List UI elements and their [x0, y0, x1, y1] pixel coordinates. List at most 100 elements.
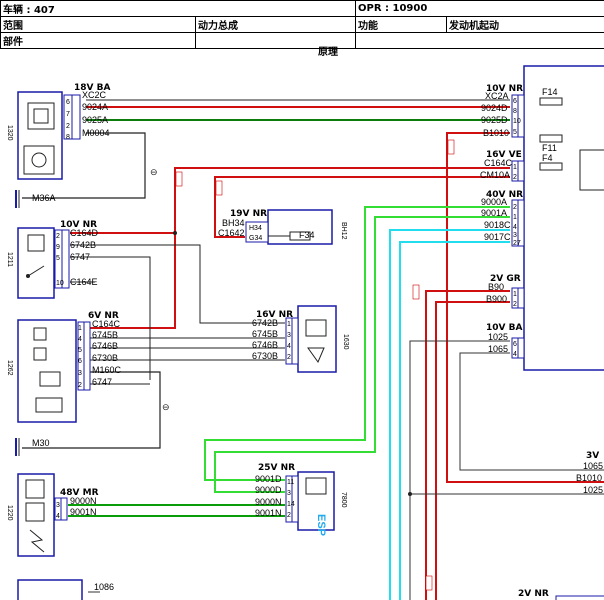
component-1630: 1 3 4 2 16V NR 6742B 6745B 6746B 6730B 1… [252, 305, 349, 373]
c7800-conn: 25V NR [258, 463, 295, 473]
wire-9018c [389, 229, 510, 600]
c2-wire-4: C164E [70, 277, 98, 287]
bh12-wire-2: C1642 [218, 228, 245, 238]
c4-pin-1: 3 [56, 502, 60, 509]
ecu3-wire-2: 9001A [481, 208, 507, 218]
ground-m36a-label: M36A [32, 193, 56, 203]
c3-pin-4: 6 [78, 358, 82, 365]
ecu1-wire-2: 9024D [481, 103, 508, 113]
rca-wire-1: 1065 [583, 461, 603, 471]
opr-label: OPR : 10900 [358, 3, 428, 14]
ecu2-conn: 16V VE [486, 150, 522, 160]
c1-pin-3: 2 [66, 123, 70, 130]
c1-pin-4: 8 [66, 134, 70, 141]
c1-pin-1: 6 [66, 99, 70, 106]
ecu3-pin-3: 4 [513, 224, 517, 231]
right-conn-b: 2V NR [518, 589, 604, 600]
c7800-pin-1: 11 [287, 479, 294, 486]
c1-code: 1320 [6, 125, 13, 141]
component-bh12: H34 G34 19V NR BH34 C1642 F34 BH12 [218, 209, 347, 245]
function-label: 功能 [358, 21, 378, 32]
c3-wire-1: C164C [92, 319, 121, 329]
bh12-pin-1: H34 [249, 225, 262, 232]
c7800-wire-3: 9000N [255, 497, 282, 507]
c3-pin-2: 4 [78, 336, 82, 343]
c3-wire-6: 6747 [92, 377, 112, 387]
ecu5-pin-2: 4 [513, 351, 517, 358]
ecu4-conn: 2V GR [490, 274, 521, 284]
bh12-pin-2: G34 [249, 235, 262, 242]
svg-text:⊖: ⊖ [162, 402, 170, 412]
wire-6742b [70, 244, 285, 324]
wire-9000a [204, 206, 510, 481]
c1630-wire-1: 6742B [252, 318, 278, 328]
wire-b1010 [446, 132, 604, 483]
bh12-code: BH12 [340, 222, 347, 240]
c2-code: 1211 [6, 252, 13, 267]
c3-pin-5: 3 [78, 370, 82, 377]
ecu5-wire-1: 1025 [488, 332, 508, 342]
rcb-conn: 2V NR [518, 589, 549, 599]
ecu-block: 6 8 10 5 10V NR XC2A 9024D 9025D B1010 1… [480, 65, 604, 371]
c2-pin-2: 9 [56, 244, 60, 251]
c2-pin-4: 10 [56, 280, 64, 287]
c1630-wire-3: 6746B [252, 340, 278, 350]
ecu1-pin-1: 6 [513, 98, 517, 105]
component-1262: 1 4 5 6 3 2 6V NR C164C 6745B 6746B 6730… [6, 311, 122, 423]
fuse-f11: F11 [542, 143, 557, 153]
scope-label: 范围 [2, 17, 196, 32]
c3-pin-1: 1 [78, 325, 82, 332]
ecu1-pin-2: 8 [513, 108, 517, 115]
component-1211: 2 9 5 10 10V NR C164D 6742B 6747 C164E 1… [6, 220, 99, 299]
c1630-pin-1: 1 [287, 321, 291, 328]
component-7800: ESP 11 3 14 2 25V NR 9001D 9000D 9000N 9… [255, 463, 347, 536]
c7800-pin-4: 2 [287, 512, 291, 519]
c1-pin-2: 7 [66, 111, 70, 118]
ecu1-wire-1: XC2A [485, 91, 509, 101]
wires [22, 99, 604, 600]
fuse-f14: F14 [542, 87, 558, 97]
c7800-wire-2: 9000D [255, 485, 282, 495]
wire-c164 [70, 167, 510, 234]
c4-wire-1: 9000N [70, 496, 97, 506]
ecu2-pin-2: 2 [513, 174, 517, 181]
c3-wire-2: 6745B [92, 330, 118, 340]
c1630-pin-3: 4 [287, 343, 291, 350]
ecu2-wire-1: C164C [484, 158, 513, 168]
c3-wire-4: 6730B [92, 353, 118, 363]
part-cell: 部件 [0, 32, 356, 49]
bh12-wire-1: BH34 [222, 218, 245, 228]
part-empty-cell [355, 32, 604, 49]
fuse-f4: F4 [542, 153, 553, 163]
wire-c164c [90, 233, 176, 329]
c1630-pin-4: 2 [287, 354, 291, 361]
c3-wire-3: 6746B [92, 341, 118, 351]
wire-cm10a [214, 176, 510, 238]
ecu3-conn: 40V NR [486, 190, 523, 200]
c1-wire-2: 9024A [82, 102, 108, 112]
vehicle-label: 车辆 : 407 [3, 5, 55, 16]
c1-wire-3: 9025A [82, 115, 108, 125]
c1630-code: 1630 [342, 334, 349, 350]
ecu5-wire-2: 1065 [488, 344, 508, 354]
c4-pin-2: 4 [56, 513, 60, 520]
wire-6747-a [70, 256, 151, 380]
ecu1-conn: 10V NR [486, 84, 523, 94]
wire-m0004 [22, 132, 146, 199]
ecu2-wire-2: CM10A [480, 170, 510, 180]
ecu3-wire-4: 9017C [484, 232, 511, 242]
c3-pin-6: 2 [78, 382, 82, 389]
scope-value: 动力总成 [198, 21, 238, 32]
markers: ⊖ ⊖ [150, 139, 455, 591]
ecu2-pin-1: 1 [513, 164, 517, 171]
principle-label: 原理 [318, 47, 338, 58]
wire-9017c [399, 241, 510, 600]
component-1220: 3 4 48V MR 9000N 9001N 1220 [6, 473, 99, 557]
bh12-conn: 19V NR [230, 209, 267, 219]
wire-9001a [214, 216, 510, 493]
c2-wire-2: 6742B [70, 240, 96, 250]
c3-conn: 6V NR [88, 311, 119, 321]
c1-wire-4: M0004 [82, 128, 110, 138]
c4-code: 1220 [6, 505, 13, 521]
ground-m36a: M36A [15, 190, 56, 208]
